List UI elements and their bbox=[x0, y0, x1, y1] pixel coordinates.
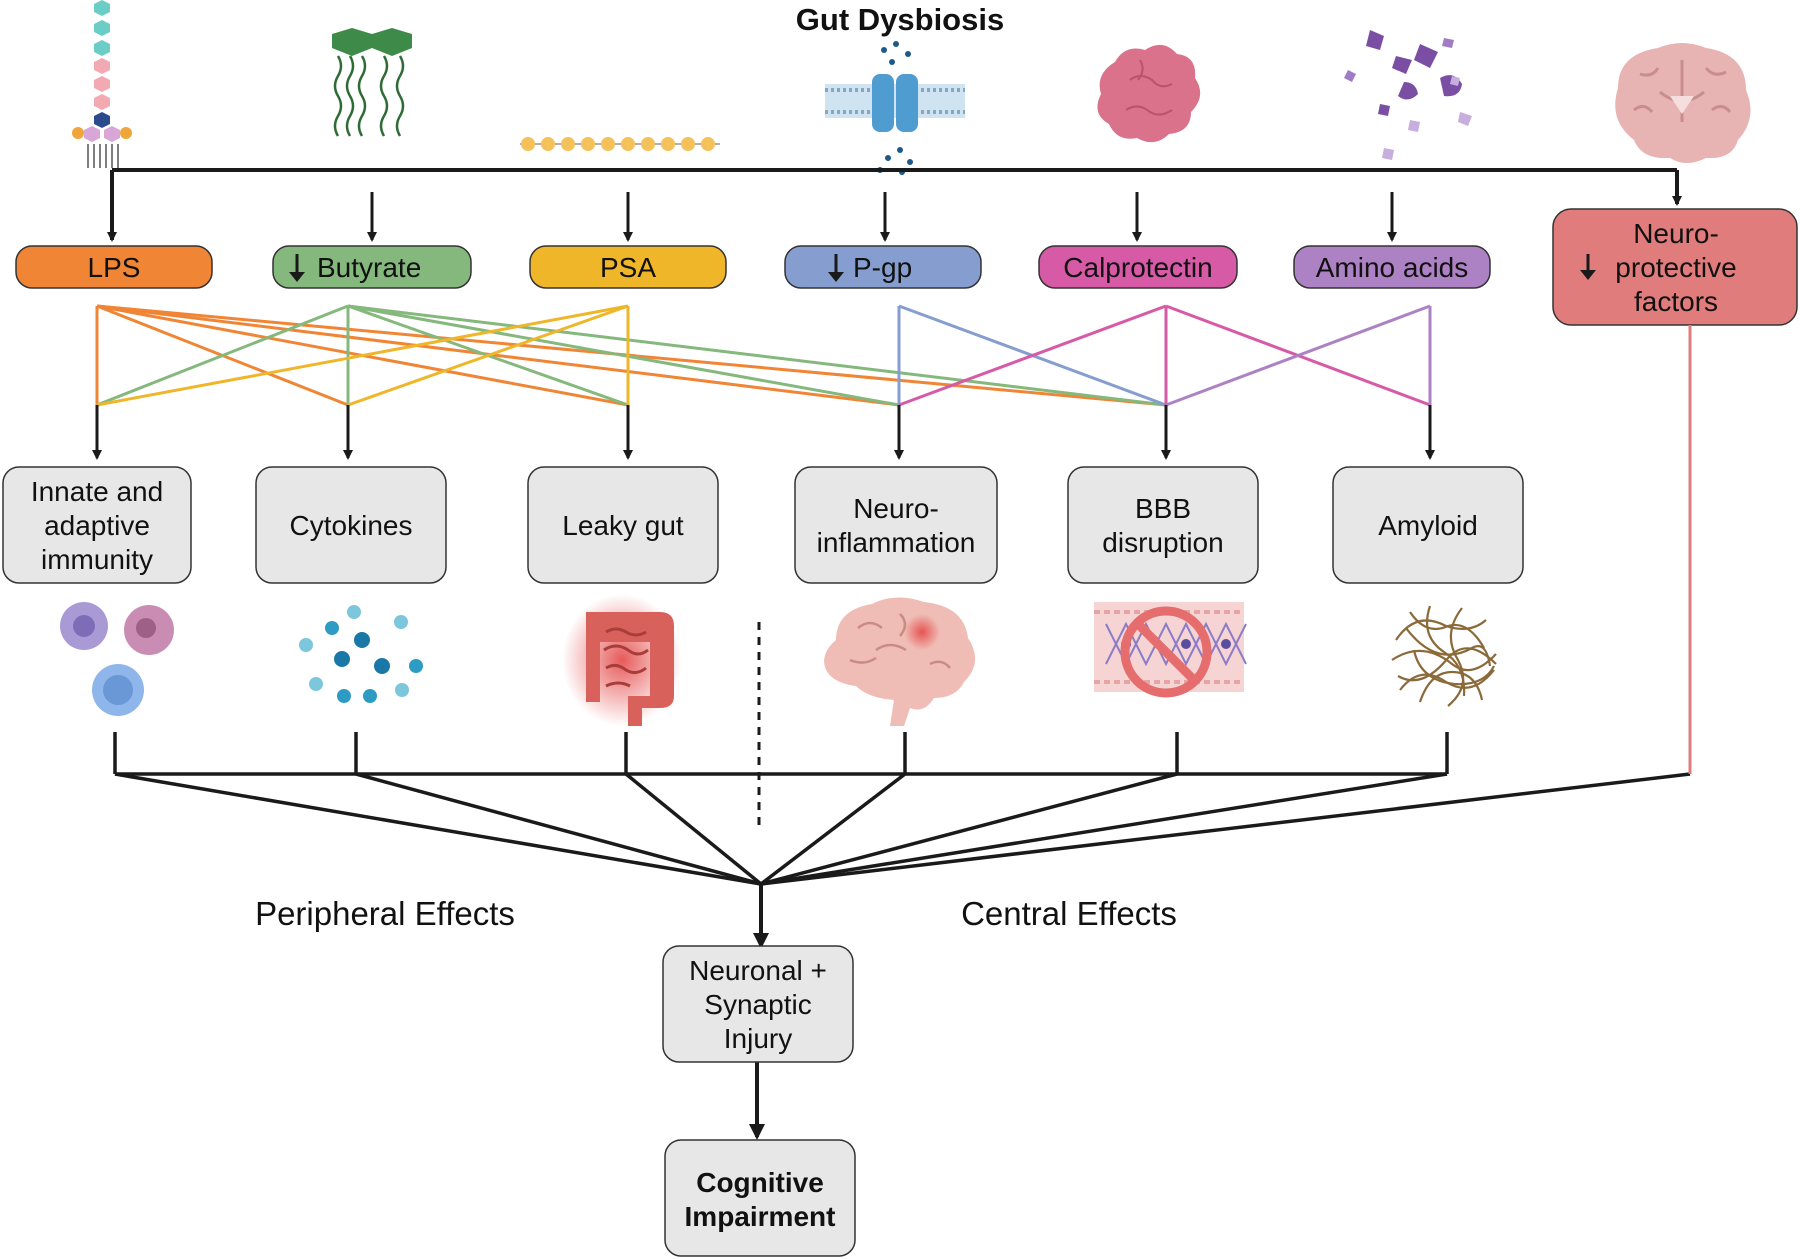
factor-neuroprotective-line3: factors bbox=[1634, 286, 1718, 317]
effect-neuroinflammation-line1: Neuro- bbox=[853, 493, 939, 524]
factor-butyrate-label: Butyrate bbox=[317, 252, 421, 283]
outcome-cognitive-impairment: Cognitive Impairment bbox=[664, 1139, 856, 1257]
outcome-neuronal-injury: Neuronal + Synaptic Injury bbox=[662, 945, 854, 1063]
outcome-injury-line1: Neuronal + bbox=[689, 955, 827, 986]
psa-chain-icon bbox=[520, 137, 720, 151]
effect-cytokines-line1: Cytokines bbox=[290, 510, 413, 541]
immune-cells-icon bbox=[60, 602, 174, 716]
effect-cytokines: Cytokines bbox=[255, 466, 447, 584]
brain-section-icon bbox=[1615, 43, 1751, 163]
factor-butyrate: Butyrate bbox=[272, 245, 472, 289]
effect-amyloid-line1: Amyloid bbox=[1378, 510, 1478, 541]
factor-psa: PSA bbox=[529, 245, 727, 289]
effect-neuroinflammation: Neuro- inflammation bbox=[794, 466, 998, 584]
factor-psa-label: PSA bbox=[600, 252, 656, 283]
top-connector bbox=[107, 168, 1682, 242]
diagram-title: Gut Dysbiosis bbox=[796, 2, 1004, 37]
down-arrow-icon bbox=[289, 254, 305, 282]
butyrate-molecule-icon bbox=[332, 28, 412, 137]
central-effects-label: Central Effects bbox=[961, 895, 1177, 932]
factor-amino-acids-label: Amino acids bbox=[1316, 252, 1469, 283]
down-arrow-icon bbox=[828, 254, 844, 282]
effect-amyloid: Amyloid bbox=[1332, 466, 1524, 584]
amino-acids-icon bbox=[1344, 30, 1472, 160]
effect-bbb-disruption: BBB disruption bbox=[1067, 466, 1259, 584]
factor-neuroprotective: Neuro- protective factors bbox=[1552, 208, 1798, 326]
amino-acids-connections bbox=[1165, 304, 1432, 407]
factor-amino-acids: Amino acids bbox=[1293, 245, 1491, 289]
factor-neuroprotective-line2: protective bbox=[1615, 252, 1736, 283]
effect-leaky-gut: Leaky gut bbox=[527, 466, 719, 584]
factor-calprotectin: Calprotectin bbox=[1038, 245, 1238, 289]
outcome-injury-line2: Synaptic bbox=[704, 989, 811, 1020]
effect-bbb-line2: disruption bbox=[1102, 527, 1223, 558]
amyloid-fibrils-icon bbox=[1391, 605, 1497, 707]
outcome-injury-line3: Injury bbox=[724, 1023, 792, 1054]
psa-connections bbox=[96, 304, 630, 407]
leaky-gut-icon bbox=[562, 594, 682, 726]
calprotectin-connections bbox=[898, 304, 1431, 407]
effect-arrows bbox=[92, 405, 1435, 460]
factor-pgp: P-gp bbox=[784, 245, 982, 289]
effect-leaky-gut-line1: Leaky gut bbox=[562, 510, 684, 541]
effect-immunity-line2: adaptive bbox=[44, 510, 150, 541]
effect-immunity-line1: Innate and bbox=[31, 476, 163, 507]
bbb-disruption-icon bbox=[1094, 602, 1247, 698]
effect-neuroinflammation-line2: inflammation bbox=[817, 527, 976, 558]
effect-immunity-line3: immunity bbox=[41, 544, 153, 575]
effect-bbb-line1: BBB bbox=[1135, 493, 1191, 524]
inflamed-brain-icon bbox=[824, 597, 976, 726]
factor-neuroprotective-line1: Neuro- bbox=[1633, 218, 1719, 249]
peripheral-effects-label: Peripheral Effects bbox=[255, 895, 515, 932]
down-arrow-icon bbox=[1580, 254, 1596, 280]
cytokine-dots-icon bbox=[299, 605, 423, 703]
outcome-cognitive-line1: Cognitive bbox=[696, 1167, 824, 1198]
factor-lps: LPS bbox=[15, 245, 213, 289]
lps-molecule-icon bbox=[72, 0, 132, 168]
outcome-cognitive-line2: Impairment bbox=[685, 1201, 836, 1232]
pgp-transporter-icon bbox=[825, 41, 965, 175]
bottom-connector bbox=[113, 732, 1691, 886]
butyrate-connections bbox=[96, 304, 1167, 407]
calprotectin-icon bbox=[1097, 44, 1201, 143]
factor-calprotectin-label: Calprotectin bbox=[1063, 252, 1212, 283]
factor-pgp-label: P-gp bbox=[853, 252, 912, 283]
effect-immunity: Innate and adaptive immunity bbox=[2, 466, 192, 584]
factor-lps-label: LPS bbox=[88, 252, 141, 283]
